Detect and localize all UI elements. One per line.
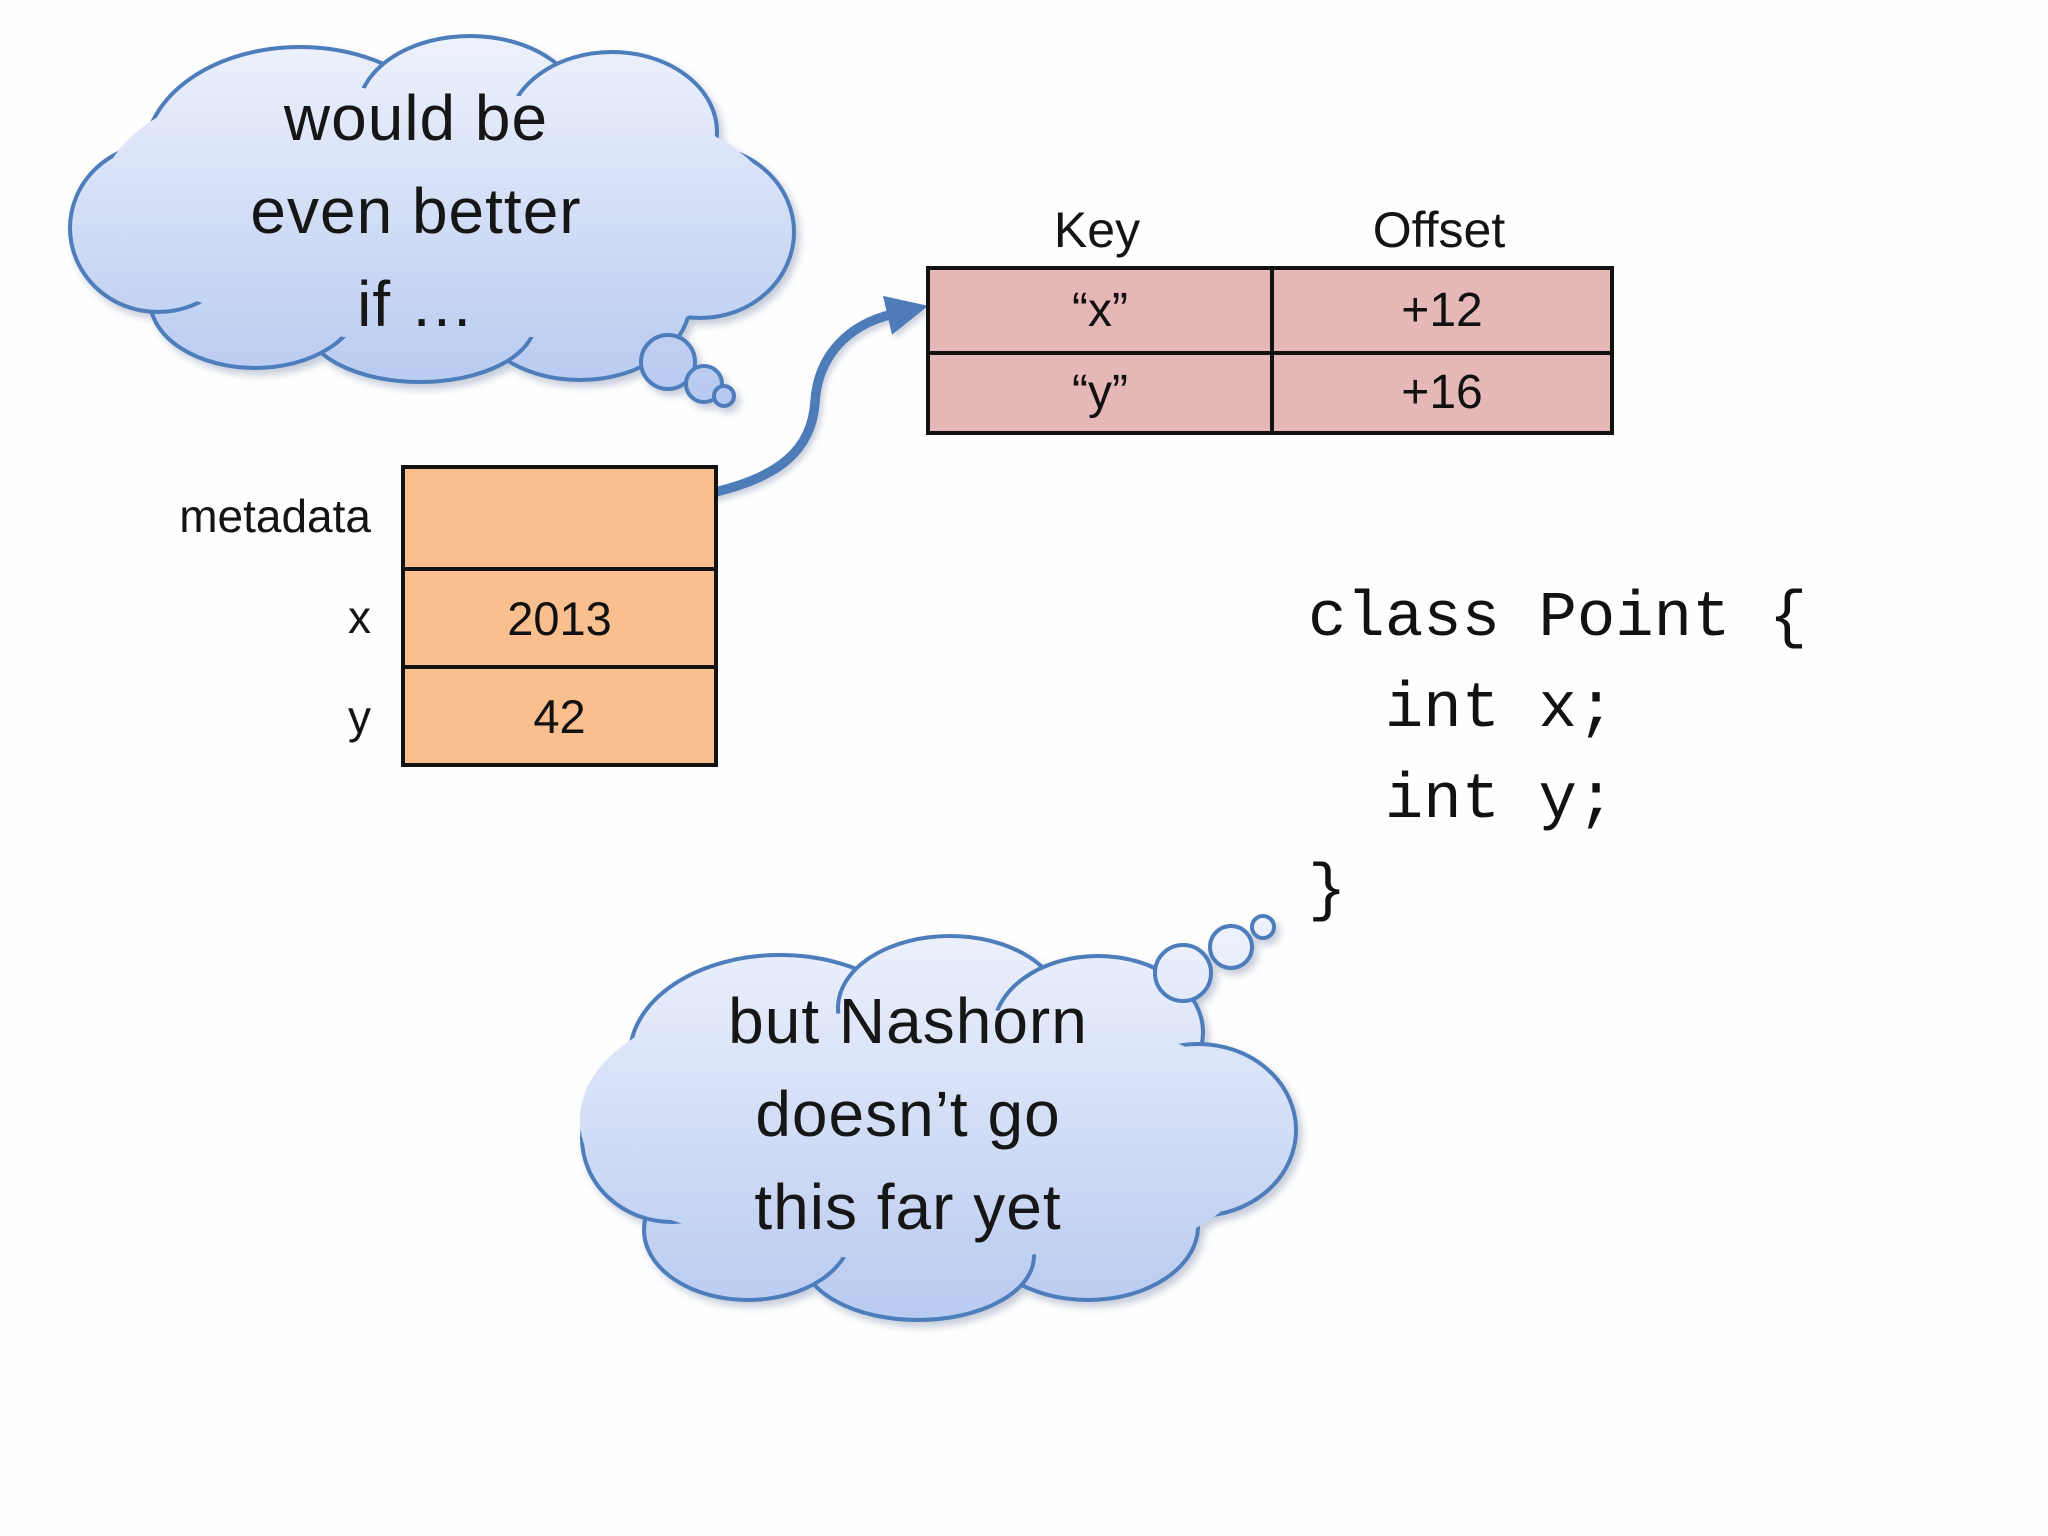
object-row-label-metadata: metadata [179,489,371,542]
object-cell-metadata [405,469,714,567]
thought-cloud-top: would be even better if … [118,72,714,351]
cloud-bottom-line: doesn’t go [755,1078,1061,1150]
mapping-cell-key: “y” [930,350,1270,432]
object-table: 2013 42 [401,465,718,767]
object-cell-y: 42 [405,665,714,763]
mapping-table-header-key: Key [1053,202,1141,258]
thought-bubbles-bottom [1153,914,1276,1003]
thought-bubbles-top [639,333,736,408]
thought-cloud-top-shape [68,34,796,408]
thought-cloud-bottom-shape [580,914,1298,1322]
code-snippet: class Point { int x; int y; } [1308,583,1808,928]
pointer-arrow [701,295,929,499]
object-cell-x: 2013 [405,567,714,665]
cloud-top-line: would be [283,82,549,154]
thought-cloud-bottom: but Nashorn doesn’t go this far yet [610,975,1206,1254]
cloud-bottom-line: but Nashorn [728,985,1088,1057]
object-row-label-x: x [348,590,371,643]
mapping-cell-key: “x” [1072,283,1128,337]
object-row-label-y: y [348,691,371,743]
cloud-top-line: if … [357,268,475,340]
cloud-top-line: even better [250,175,582,247]
mapping-cell-offset: +16 [1270,350,1610,431]
mapping-cell-offset: +12 [1270,270,1610,351]
mapping-table-header-offset: Offset [1372,202,1506,258]
mapping-table: “x” +12 “y” +16 [926,266,1614,435]
cloud-bottom-line: this far yet [754,1171,1062,1243]
